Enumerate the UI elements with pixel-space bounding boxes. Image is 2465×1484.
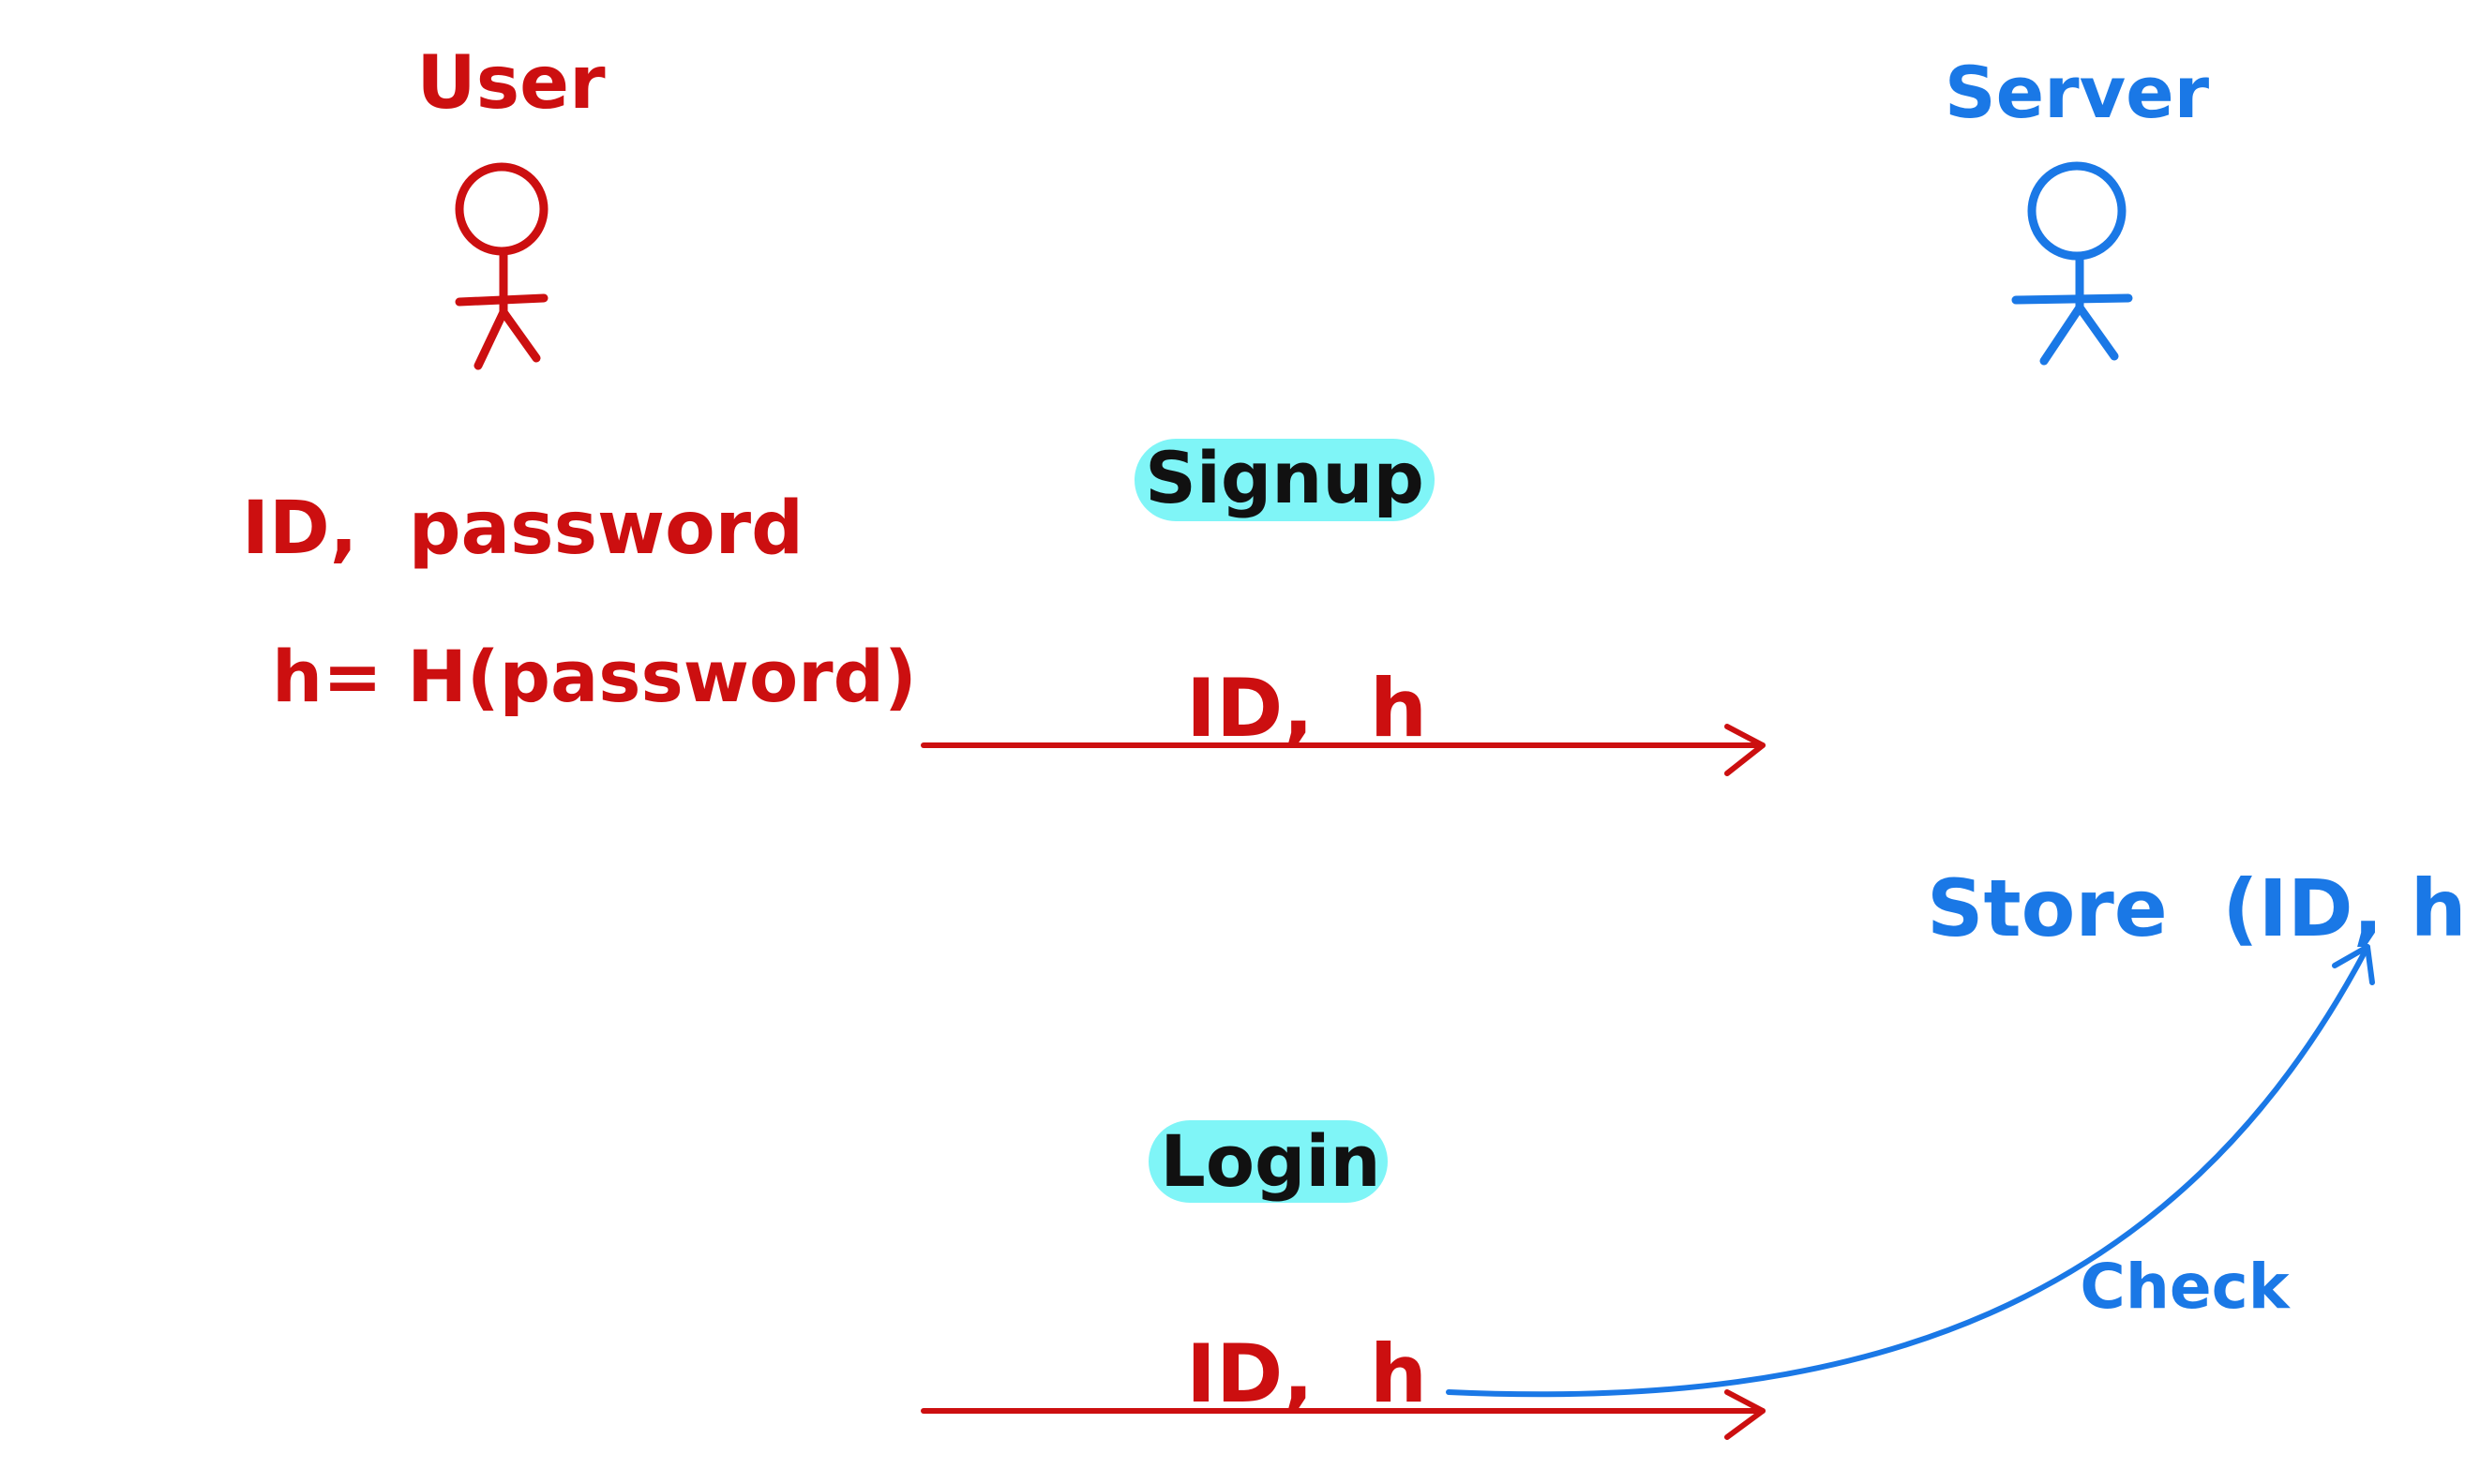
user-label: User — [416, 41, 606, 126]
check-label: Check — [2080, 1251, 2291, 1323]
login-pill — [1149, 1120, 1388, 1203]
signup-message: ID, h — [1186, 662, 1427, 756]
user-stick-figure-icon — [455, 162, 549, 370]
signup-arrow — [921, 724, 1766, 776]
user-credentials-note: ID, password — [242, 487, 804, 571]
user-hash-note: h= H(password) — [272, 635, 917, 718]
server-label: Server — [1945, 51, 2210, 134]
login-arrow — [921, 1389, 1766, 1440]
login-title: Login — [1160, 1119, 1380, 1203]
server-stick-figure-icon — [2011, 161, 2133, 366]
login-message: ID, h — [1186, 1327, 1427, 1421]
server-store-note: Store (ID, h) — [1927, 862, 2465, 954]
check-arrow — [1446, 944, 2375, 1398]
signup-title: Signup — [1145, 436, 1424, 519]
signup-pill — [1135, 439, 1435, 521]
